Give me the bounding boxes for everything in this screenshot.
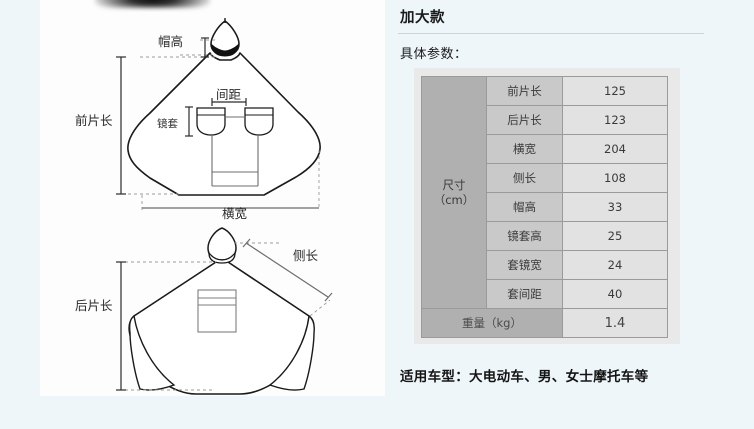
table-row: 套镜宽 24: [422, 250, 668, 280]
spec-table-body: 尺寸 （cm） 前片长 125 后片长 123 横宽 204: [421, 76, 668, 338]
label-hat-height: 帽高: [158, 34, 184, 49]
dimension-group-header-text: 尺寸: [442, 177, 466, 192]
spec-table: 尺寸 （cm） 前片长 125 后片长 123 横宽 204: [421, 76, 668, 338]
row-value: 125: [562, 76, 668, 106]
row-value: 204: [562, 134, 668, 164]
table-row: 尺寸 （cm） 前片长 125: [421, 76, 668, 309]
hood-shape: [210, 18, 240, 57]
row-label: 后片长: [486, 105, 563, 135]
spec-subtitle: 具体参数：: [400, 47, 468, 62]
row-label: 侧长: [486, 163, 563, 193]
table-row: 镜套高 25: [422, 221, 668, 251]
front-view-drawing: [116, 18, 321, 210]
row-value: 40: [562, 279, 668, 309]
row-label: 镜套高: [486, 221, 563, 251]
label-back-length: 后片长: [75, 298, 113, 313]
mirror-sleeve-measure: [185, 106, 193, 137]
dimension-group-header: 尺寸 （cm）: [421, 76, 487, 309]
row-value: 108: [562, 163, 668, 193]
label-mirror-sleeve: 镜套: [157, 118, 178, 130]
side-length-measure: [242, 238, 333, 302]
label-spacing: 间距: [216, 87, 242, 102]
back-length-measure: [116, 261, 126, 391]
row-label: 套镜宽: [486, 250, 563, 280]
table-row-weight: 重量（kg） 1.4: [421, 308, 668, 338]
poncho-dimension-diagrams: [116, 18, 333, 395]
front-length-measure: [116, 56, 126, 195]
dimension-group-header-unit: （cm）: [433, 192, 475, 207]
diagram-panel: 帽高 前片长 间距 镜套 横宽 后片长 侧长: [40, 0, 385, 396]
row-label: 套间距: [486, 279, 563, 309]
weight-value: 1.4: [562, 308, 668, 338]
row-value: 33: [562, 192, 668, 222]
spacing-measure: [211, 98, 247, 106]
row-value: 123: [562, 105, 668, 135]
table-row: 帽高 33: [422, 192, 668, 222]
label-side-length: 侧长: [293, 248, 319, 263]
spec-title: 加大款: [400, 10, 445, 26]
applicable-vehicle-note: 适用车型：大电动车、男、女士摩托车等: [400, 369, 649, 385]
rear-panel: [197, 289, 237, 333]
spec-table-wrapper: 尺寸 （cm） 前片长 125 后片长 123 横宽 204: [414, 68, 680, 344]
row-label: 前片长: [486, 76, 563, 106]
label-width: 横宽: [222, 206, 248, 221]
spec-column: 加大款 具体参数： 尺寸 （cm） 前片长 125 后片长 123: [396, 0, 736, 429]
label-front-length: 前片长: [75, 113, 113, 128]
back-view-drawing: [116, 227, 333, 395]
row-value: 24: [562, 250, 668, 280]
weight-label: 重量（kg）: [421, 308, 563, 338]
table-row: 横宽 204: [422, 134, 668, 164]
hat-height-measure: [201, 37, 209, 58]
row-label: 横宽: [486, 134, 563, 164]
mirror-sleeves: [196, 107, 274, 187]
row-value: 25: [562, 221, 668, 251]
table-row: 后片长 123: [422, 105, 668, 135]
table-row: 套间距 40: [422, 279, 668, 309]
row-label: 帽高: [486, 192, 563, 222]
title-divider: [398, 33, 704, 34]
